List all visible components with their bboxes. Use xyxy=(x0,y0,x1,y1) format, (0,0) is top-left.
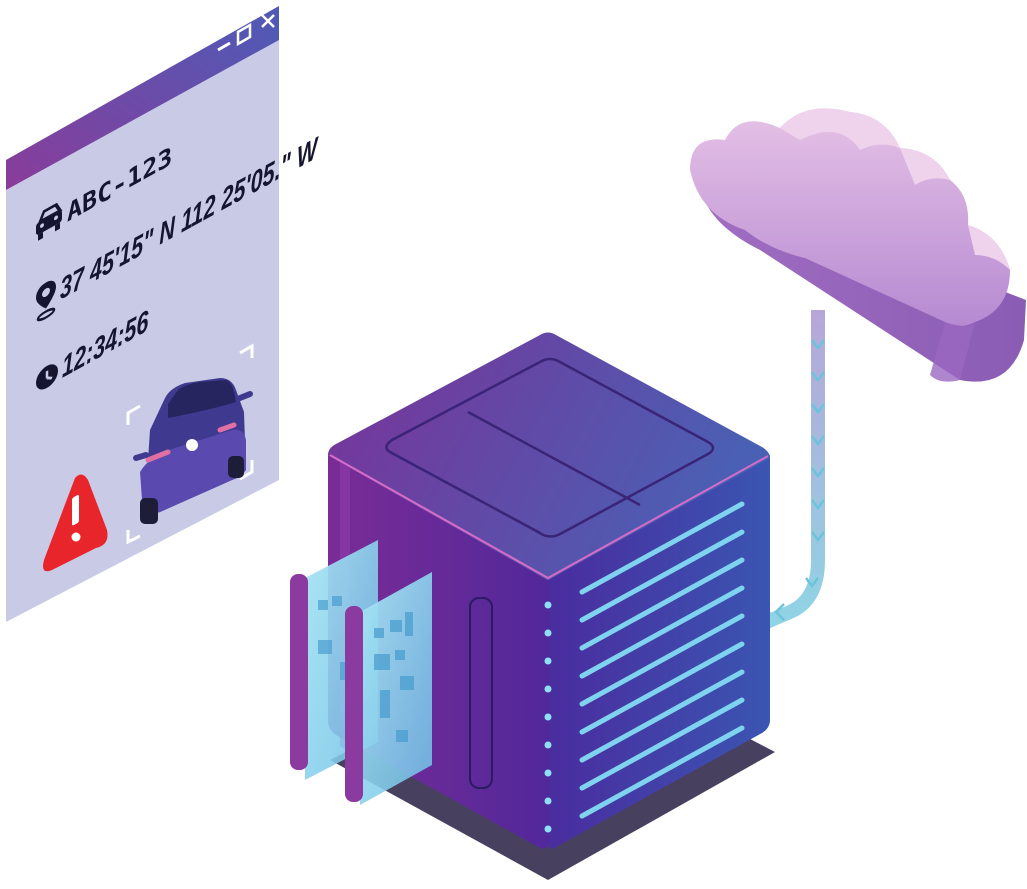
minimize-icon[interactable] xyxy=(217,41,231,52)
car-photo xyxy=(126,343,254,545)
map-pin-icon xyxy=(36,280,56,322)
network-cable xyxy=(759,310,825,631)
data-card-front xyxy=(345,572,432,805)
maximize-icon[interactable] xyxy=(236,22,252,47)
server-vents xyxy=(579,501,745,819)
close-icon[interactable] xyxy=(261,14,275,28)
cloud-icon xyxy=(690,108,1026,382)
app-window: ABC-123 37 45'15" N 112 25'05." W 12:34:… xyxy=(6,6,319,622)
warning-icon xyxy=(43,474,108,572)
window-titlebar xyxy=(6,6,279,190)
focus-brackets xyxy=(126,343,254,545)
clock-icon xyxy=(36,364,58,390)
server-leds xyxy=(544,601,552,833)
car-icon xyxy=(36,202,63,241)
